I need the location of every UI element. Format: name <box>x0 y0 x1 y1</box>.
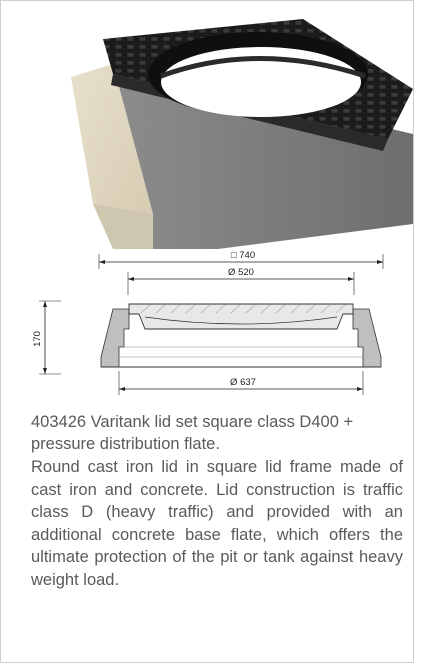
dim-label-inner: Ø 520 <box>228 267 254 278</box>
dim-label-outer: □ 740 <box>231 250 255 261</box>
product-title: 403426 Varitank lid set square class D40… <box>31 413 354 453</box>
product-card: □ 740 Ø 520 170 <box>0 0 414 663</box>
dim-label-base: Ø 637 <box>230 377 256 388</box>
product-description: Round cast iron lid in square lid frame … <box>31 458 403 589</box>
dim-label-height: 170 <box>32 331 43 347</box>
product-image <box>71 19 413 249</box>
technical-drawing: □ 740 Ø 520 170 <box>32 250 384 395</box>
